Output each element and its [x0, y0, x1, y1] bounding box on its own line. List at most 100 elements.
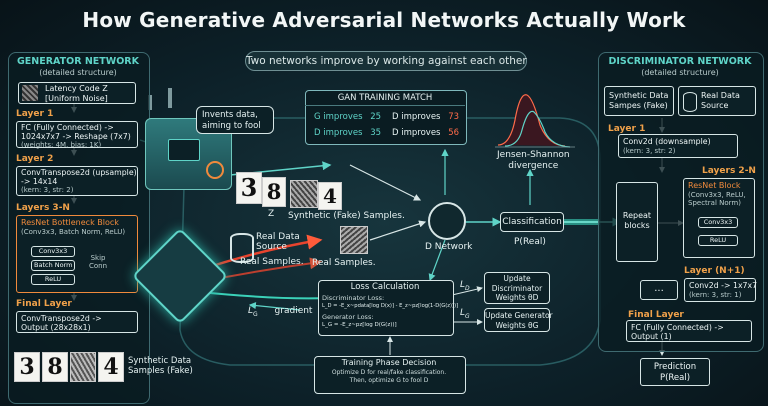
match-row1-left: G improves	[314, 112, 363, 122]
synthetic-bottom-label: Synthetic Data Samples (Fake)	[128, 356, 193, 376]
noise-card-bottom	[70, 352, 96, 382]
d-resnet-title: ResNet Block	[688, 181, 741, 190]
match-row1-left-val: 25	[370, 112, 382, 122]
g-layers3n-label: Layers 3-N	[16, 203, 70, 213]
d-resnet-block: ResNet Block (Conv3x3, ReLU, Spectral No…	[683, 178, 755, 258]
gradient-label: gradient	[274, 306, 313, 316]
invents-callout: Invents data, aiming to fool	[196, 106, 274, 134]
match-row-1: G improves 25	[314, 112, 381, 122]
classification-box: Classification	[500, 212, 564, 232]
phase-title: Training Phase Decision	[341, 358, 437, 367]
match-row-2-right: D improves 56	[392, 128, 459, 138]
digit-4-card-bottom: 4	[98, 352, 124, 382]
d-real-text: Real Data Source	[701, 91, 740, 110]
g-relu-box: ReLU	[31, 274, 75, 285]
training-match-board	[305, 90, 467, 145]
match-row2-right: D improves	[392, 128, 441, 138]
update-d-box: Update Discriminator Weights θD	[484, 272, 550, 304]
real-sample-card	[340, 226, 368, 254]
d-conv-down-text: Conv2d (downsample)	[623, 137, 711, 146]
d-conv-down-box: Conv2d (downsample) (kern: 3, str: 2)	[618, 134, 738, 158]
fake-noise-card	[290, 180, 318, 208]
ld-symbol: L	[460, 280, 466, 290]
phase-text: Optimize D for real/fake classification.…	[331, 369, 447, 384]
z-label: Z	[268, 209, 275, 219]
d-conv-box: Conv3x3	[698, 217, 738, 228]
g-resnet-sub: (Conv3x3, Batch Norm, ReLU)	[21, 228, 126, 236]
lg-symbol: L	[248, 306, 254, 316]
discriminator-subheader: (detailed structure)	[641, 68, 719, 77]
disc-loss-label: Discriminator Loss:	[322, 294, 385, 302]
digit-3-card-bottom: 3	[14, 352, 40, 382]
d-resnet-sub: (Conv3x3, ReLU, Spectral Norm)	[688, 191, 746, 207]
lg2-symbol: L	[460, 308, 466, 318]
g-layer2-text: ConvTranspose2d (upsample) -> 14x14	[21, 168, 137, 186]
match-row1-right: D improves	[392, 112, 441, 122]
g-layer1-text: FC (Fully Connected) -> 1024x7x7 -> Resh…	[21, 123, 131, 141]
match-title: GAN TRAINING MATCH	[305, 93, 465, 106]
noise-thumbnail	[22, 85, 38, 101]
d-layers2n-label: Layers 2-N	[702, 166, 756, 176]
database-icon	[230, 233, 254, 263]
digit-8-card: 8	[262, 177, 286, 207]
lg2-label: LG	[460, 308, 470, 320]
g-layer1-label: Layer 1	[16, 109, 54, 119]
page-title: How Generative Adversarial Networks Actu…	[82, 8, 686, 32]
factory-screen-icon	[168, 139, 200, 161]
g-final-text: ConvTranspose2d -> Output (28x28x1)	[21, 314, 102, 332]
g-layer2-box: ConvTranspose2d (upsample) -> 14x14 (ker…	[16, 166, 138, 196]
d-synthetic-input: Synthetic Data Sampes (Fake)	[604, 86, 674, 116]
lg-gradient-label: LG gradient	[248, 306, 312, 318]
loss-calculation-box	[318, 280, 454, 336]
g-skip-conn: Skip Conn	[89, 254, 108, 270]
js-divergence-label: Jensen-Shannon divergence	[497, 150, 570, 171]
d-dots-box: ...	[640, 280, 678, 300]
d-layer1-label: Layer 1	[608, 124, 646, 134]
update-g-box: Update Generator Weights θG	[484, 308, 553, 332]
d-final-label: Final Layer	[628, 310, 684, 320]
g-final-box: ConvTranspose2d -> Output (28x28x1)	[16, 311, 138, 333]
match-row2-left: D improves	[314, 128, 363, 138]
d-network-icon	[428, 202, 466, 240]
digit-3-card: 3	[236, 172, 262, 204]
g-final-label: Final Layer	[16, 299, 72, 309]
match-row-2: D improves 35	[314, 128, 381, 138]
g-layer2-label: Layer 2	[16, 154, 54, 164]
d-database-icon	[683, 92, 697, 112]
d-layer-n1-text: Conv2d -> 1x7x7	[689, 281, 758, 290]
real-samples-label-2: Real Samples.	[312, 258, 376, 268]
generator-subheader: (detailed structure)	[39, 68, 117, 77]
d-repeat-blocks: Repeat blocks	[616, 182, 658, 262]
d-prediction-box: Prediction P(Real)	[640, 358, 710, 386]
g-layer1-box: FC (Fully Connected) -> 1024x7x7 -> Resh…	[16, 121, 138, 149]
digit-8-card-bottom: 8	[42, 352, 68, 382]
match-row1-right-val: 73	[448, 112, 460, 122]
phase-decision-box	[314, 356, 466, 394]
disc-loss-eq: L_D = -E_x~pdata[log D(x)] - E_z~pz[log(…	[322, 303, 459, 309]
match-row2-left-val: 35	[370, 128, 382, 138]
subtitle-pill: Two networks improve by working against …	[245, 51, 527, 71]
d-final-box: FC (Fully Connected) -> Output (1)	[626, 320, 752, 342]
synthetic-samples-label: Synthetic (Fake) Samples.	[288, 211, 405, 221]
d-layer-n1-box: Conv2d -> 1x7x7 (kern: 3, str: 1)	[684, 278, 758, 302]
real-source-label: Real Data Source	[256, 232, 300, 252]
g-resnet-title: ResNet Bottleneck Block	[21, 218, 119, 227]
lg2-subscript: G	[465, 312, 470, 320]
d-relu-box: ReLU	[698, 235, 738, 246]
g-layer2-sub: (kern: 3, str: 2)	[21, 186, 74, 194]
loss-title: Loss Calculation	[350, 282, 420, 292]
g-resnet-block: ResNet Bottleneck Block (Conv3x3, Batch …	[16, 215, 138, 293]
d-real-input: Real Data Source	[678, 86, 756, 116]
digit-4-card: 4	[318, 182, 342, 210]
ld-subscript: D	[465, 284, 470, 292]
gen-loss-eq: L_G = -E_z~pz[log D(G(z))]	[322, 322, 397, 328]
d-network-label: D Network	[425, 242, 473, 252]
match-row2-right-val: 56	[448, 128, 460, 138]
d-layer-n1-sub: (kern: 3, str: 1)	[689, 291, 742, 299]
generator-header: GENERATOR NETWORK	[17, 56, 139, 67]
d-conv-down-sub: (kern: 3, str: 2)	[623, 147, 676, 155]
factory-gear-icon	[206, 161, 224, 179]
discriminator-header: DISCRIMINATOR NETWORK	[608, 56, 752, 67]
g-conv-box: Conv3x3	[31, 246, 75, 257]
